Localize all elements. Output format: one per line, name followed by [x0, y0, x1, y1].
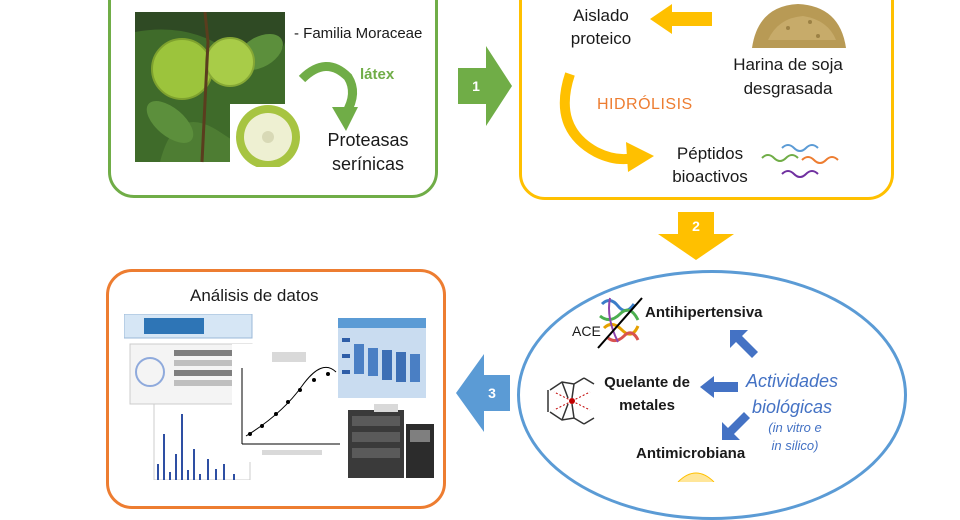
antimicrobial-label: Antimicrobiana [636, 445, 746, 462]
peptide-chains-icon [761, 144, 839, 178]
family-label: - Familia Moraceae [294, 25, 423, 42]
arrow-to-antihypertensive [730, 330, 758, 358]
arrow-to-antimicrobial [722, 412, 750, 440]
arrow-to-chelating [700, 376, 738, 398]
step-3-arrow: 3 [456, 354, 510, 432]
step-2-arrow: 2 [658, 212, 734, 260]
kinetics-plot-image [232, 344, 344, 462]
serine-proteases-label: Proteasas serínicas [327, 130, 409, 174]
latex-label: látex [360, 66, 395, 83]
sds-page-gel-image [338, 318, 426, 398]
step-1-arrow: 1 [458, 46, 512, 126]
hydrolysis-curved-arrow [559, 72, 654, 172]
hydrolysis-label: HIDRÓLISIS [597, 96, 693, 113]
metal-chelating-label: Quelante de metales [604, 374, 690, 414]
osage-orange-fruit-image [135, 12, 308, 167]
software-screenshot-image [124, 314, 253, 480]
hydrolysis-box [519, 0, 894, 200]
left-arrow-icon [650, 4, 712, 34]
soy-flour-image [752, 4, 846, 48]
in-vitro-in-silico-label: (in vitro e in silico) [768, 420, 822, 453]
bioactive-peptides-label: Péptidos bioactivos [672, 144, 748, 186]
ace-protein-structure-icon [597, 297, 643, 349]
data-analysis-title: Análisis de datos [190, 286, 319, 305]
antihypertensive-label: Antihipertensiva [645, 304, 763, 321]
svg-text:3: 3 [488, 385, 496, 401]
curved-arrow-icon [298, 62, 358, 131]
soy-flour-label: Harina de soja desgrasada [733, 55, 843, 98]
protein-isolate-label: Aislado proteico [570, 6, 632, 48]
svg-text:2: 2 [692, 218, 700, 234]
source-box [108, 0, 438, 198]
svg-text:1: 1 [472, 78, 480, 94]
ace-label: ACE [572, 323, 601, 339]
biological-activities-label: Actividades biológicas [745, 371, 839, 417]
chelator-structure-icon [547, 377, 595, 425]
hplc-instrument-image [348, 404, 434, 478]
